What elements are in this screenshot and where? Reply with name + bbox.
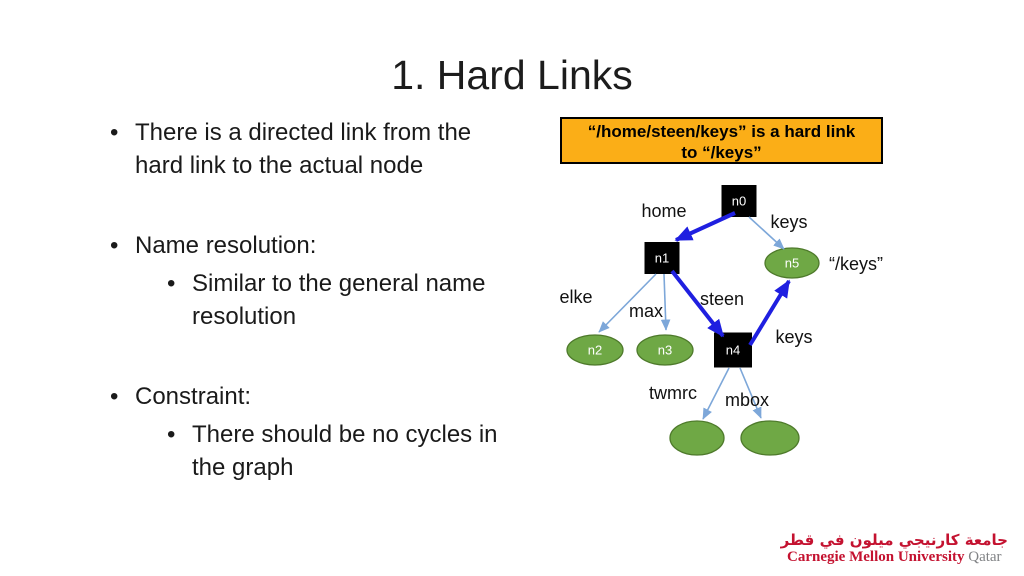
- edge-n0-n1: [674, 211, 736, 242]
- bullet-directed-link: There is a directed link from the hard l…: [108, 116, 570, 182]
- sub-bullet-similar-resolution: Similar to the general name resolution: [165, 267, 564, 333]
- node-n0: [721, 185, 757, 217]
- edge-n1-n3: [660, 273, 671, 331]
- edge-label-twmrc: twmrc: [649, 383, 697, 403]
- sub-bullet-no-cycles: There should be no cycles in the graph: [165, 418, 564, 484]
- edge-label-steen: steen: [700, 289, 744, 309]
- node-label-n3: n3: [658, 343, 672, 358]
- edge-label-home: home: [641, 201, 686, 221]
- logo-english-text: Carnegie Mellon University Qatar: [781, 550, 1008, 565]
- edge-n4-file-right: [739, 367, 762, 419]
- edge-label-keys-mid: keys: [775, 327, 812, 347]
- node-label-n5: n5: [785, 256, 799, 271]
- logo-campus: Qatar: [964, 549, 1002, 565]
- edge-n1-n2: [598, 273, 657, 333]
- edge-label-keys-top: keys: [770, 212, 807, 232]
- bullet-group-2: Name resolution: Similar to the general …: [108, 229, 570, 333]
- bullet-group-1: There is a directed link from the hard l…: [108, 116, 570, 182]
- node-n2: [566, 334, 624, 366]
- node-n1: [644, 242, 680, 274]
- bullet-name-resolution: Name resolution:: [108, 229, 570, 262]
- hard-link-callout: “/home/steen/keys” is a hard link to “/k…: [560, 117, 883, 164]
- node-n3: [636, 334, 694, 366]
- node-file-left: [669, 420, 725, 456]
- node-file-right: [740, 420, 800, 456]
- bullet-group-3: Constraint: There should be no cycles in…: [108, 380, 570, 484]
- node-label-n0: n0: [732, 194, 746, 209]
- edge-n0-n5: [748, 216, 785, 250]
- slide-title: 1. Hard Links: [391, 52, 633, 98]
- edge-label-max: max: [629, 301, 663, 321]
- node-n5: [764, 247, 820, 279]
- edge-n4-file-left: [702, 367, 730, 420]
- node-label-n1: n1: [655, 251, 669, 266]
- node-label-n4: n4: [726, 343, 740, 358]
- logo-arabic-text: جامعة كارنيجي ميلون في قطر: [780, 531, 1008, 549]
- edge-n4-n5: [748, 279, 791, 347]
- bullet-constraint: Constraint:: [108, 380, 570, 413]
- bullet-list: There is a directed link from the hard l…: [108, 116, 570, 531]
- logo-university: Carnegie Mellon University: [787, 549, 965, 565]
- cmu-qatar-logo: جامعة كارنيجي ميلون في قطر Carnegie Mell…: [781, 533, 1008, 565]
- node-label-n2: n2: [588, 343, 602, 358]
- edge-label-keys-path: “/keys”: [829, 254, 883, 274]
- edge-label-elke: elke: [559, 287, 592, 307]
- edge-label-mbox: mbox: [725, 390, 769, 410]
- edge-n1-n4: [670, 269, 725, 338]
- node-n4: [714, 332, 752, 368]
